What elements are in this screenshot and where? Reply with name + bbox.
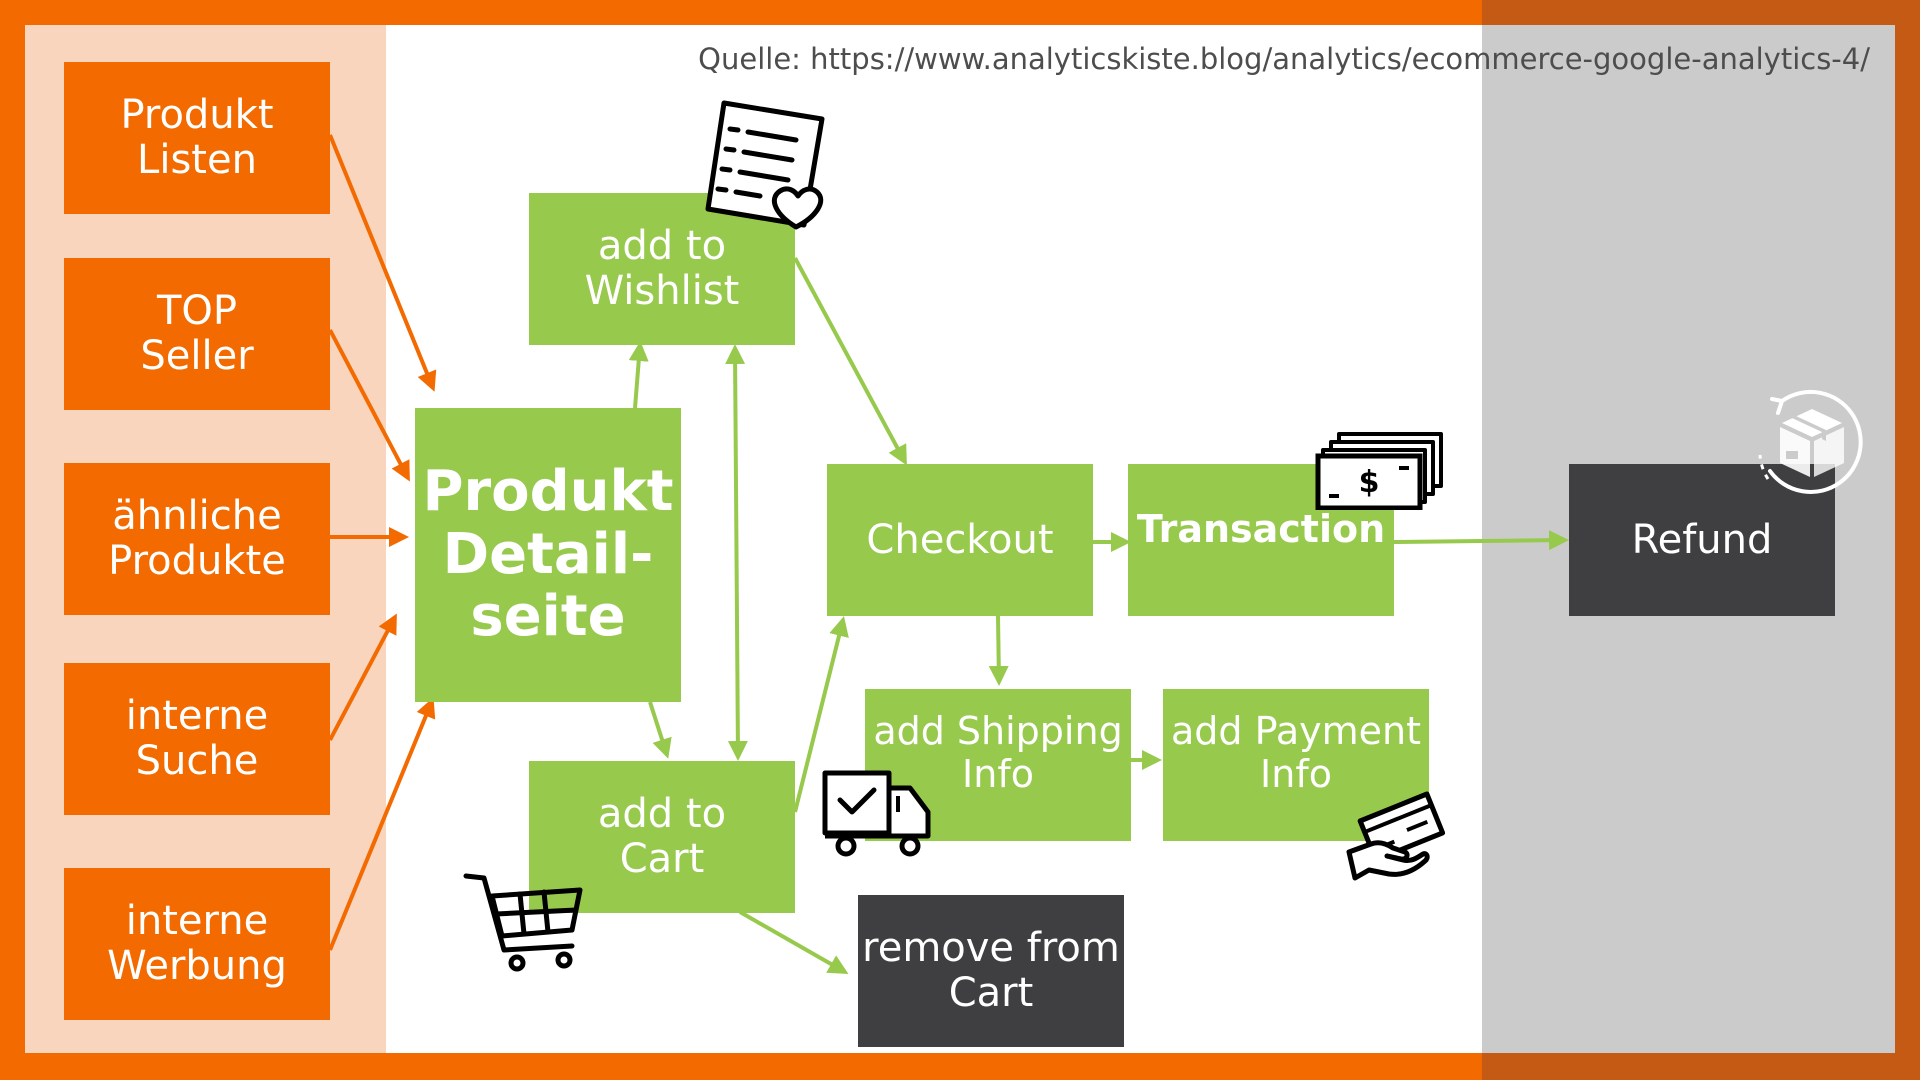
arrow-detail-to-cart xyxy=(648,701,672,759)
arrow-checkout-to-shipping xyxy=(988,615,1009,686)
wishlist-icon xyxy=(705,100,825,230)
source-citation: Quelle: https://www.analyticskiste.blog/… xyxy=(698,42,1870,76)
source-interne-werbung: interne Werbung xyxy=(64,868,330,1020)
arrow-cart-to-checkout xyxy=(793,616,849,813)
arrow-suche-to-detail xyxy=(328,613,397,741)
step-remove-from-cart: remove from Cart xyxy=(858,895,1124,1047)
arrow-wishlist-cart xyxy=(725,344,748,761)
arrow-wishlist-to-checkout xyxy=(793,257,907,466)
arrow-listen-to-detail xyxy=(328,134,437,392)
shopping-cart-icon xyxy=(463,873,583,972)
arrow-detail-to-wishlist xyxy=(628,341,649,409)
svg-text:$: $ xyxy=(1359,465,1380,500)
step-add-to-cart: add to Cart xyxy=(529,761,795,913)
arrow-cart-to-remove xyxy=(739,910,849,974)
source-interne-suche: interne Suche xyxy=(64,663,330,815)
step-checkout: Checkout xyxy=(827,464,1093,616)
arrow-transaction-to-refund xyxy=(1392,530,1569,551)
payment-card-icon xyxy=(1346,791,1445,881)
refund-box-icon xyxy=(1758,389,1863,494)
money-icon: $ xyxy=(1315,432,1443,510)
source-produkt-listen: Produkt Listen xyxy=(64,62,330,214)
source-top-seller: TOP Seller xyxy=(64,258,330,410)
arrow-werbung-to-detail xyxy=(328,697,436,951)
source-aehnliche-produkte: ähnliche Produkte xyxy=(64,463,330,615)
arrow-topseller-to-detail xyxy=(328,329,410,482)
step-produkt-detailseite: Produkt Detail- seite xyxy=(415,408,681,702)
delivery-truck-icon xyxy=(822,770,931,857)
